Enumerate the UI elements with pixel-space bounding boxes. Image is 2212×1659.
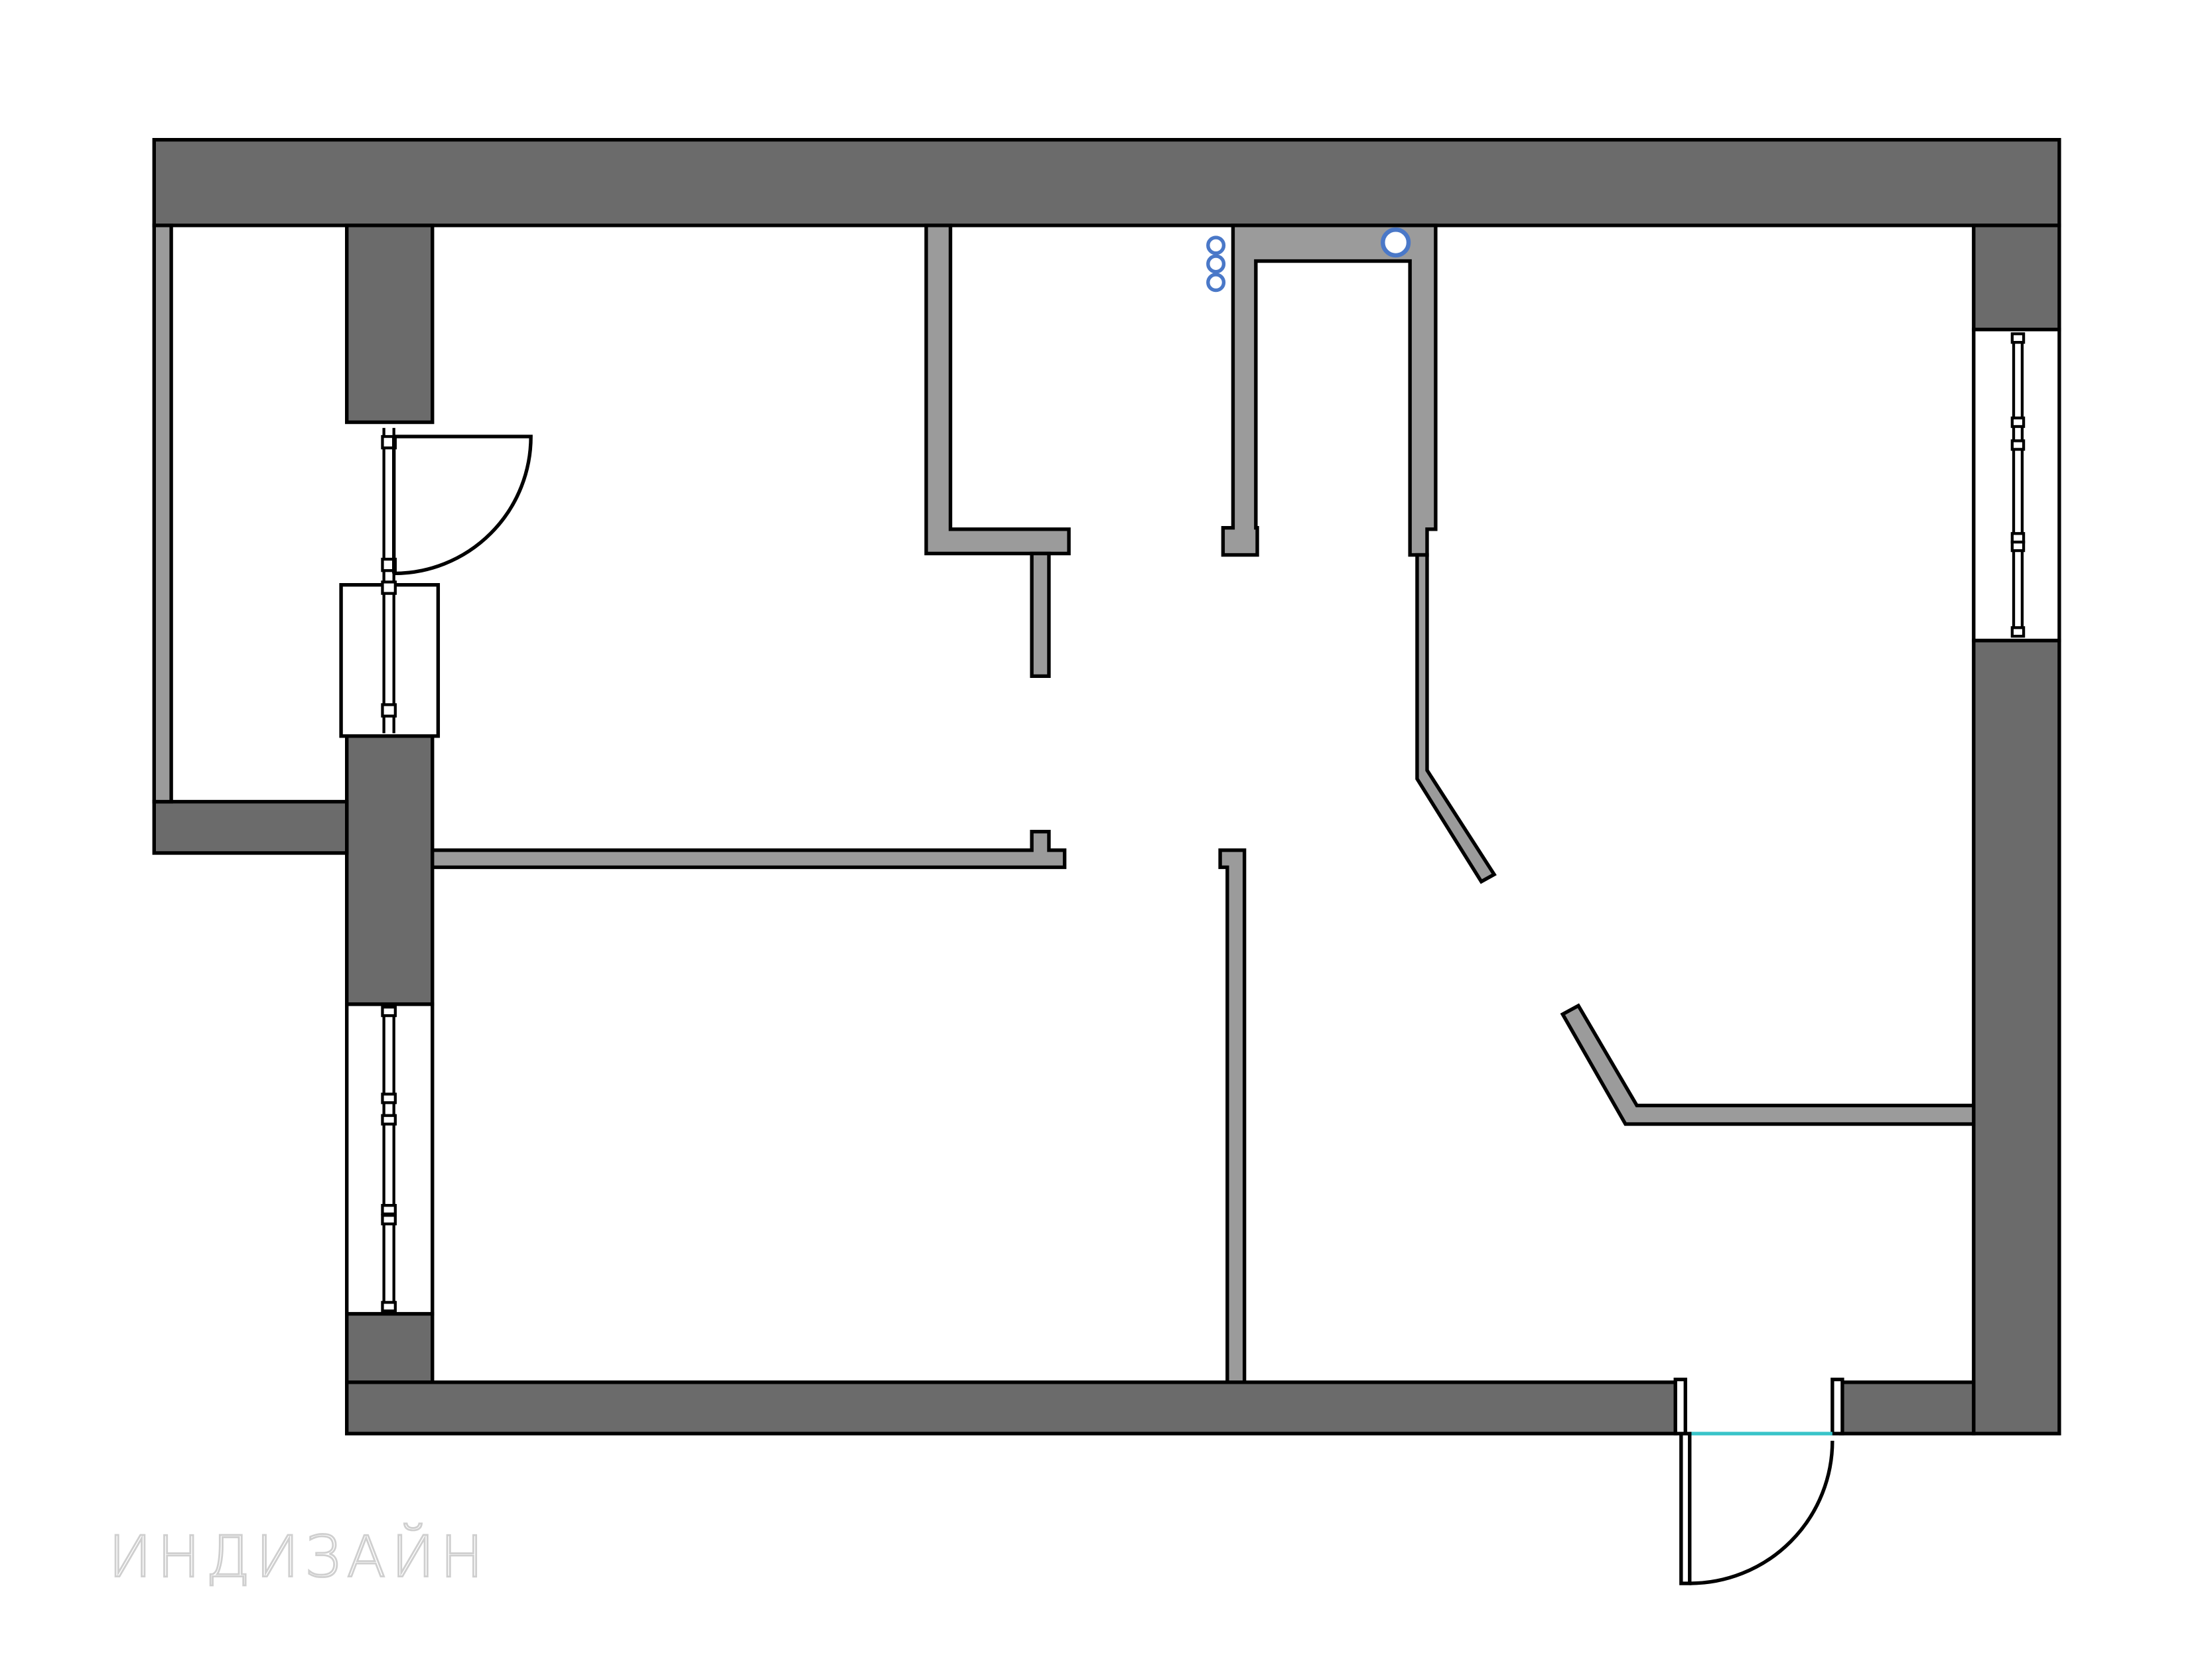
balcony-window-clip-1 (381, 580, 397, 595)
window-left-lower-clip-3 (381, 1114, 397, 1126)
window-left-lower (344, 1002, 435, 1316)
window-right (1972, 328, 2061, 643)
ventilation-shaft (1221, 224, 1438, 557)
window-right-clip-1 (2010, 332, 2026, 344)
entrance-door-jamb-left (1673, 1377, 1687, 1435)
entrance-door-leaf (1679, 1431, 1692, 1585)
watermark-logo: ИНДИЗАЙН (108, 1524, 488, 1590)
risers (1206, 228, 1411, 293)
balcony-slab (152, 799, 349, 855)
interior-wall-vertical (1218, 848, 1247, 1384)
balcony-window (339, 580, 441, 738)
balcony-parapet (152, 224, 173, 804)
interior-wall-closet (924, 224, 1071, 556)
window-right-clip-2 (2010, 416, 2026, 429)
riser-small-2 (1206, 254, 1226, 274)
exterior-wall-left-middle (344, 731, 435, 1006)
window-right-clip-6 (2010, 626, 2026, 638)
entrance-door-swing (1689, 1440, 1834, 1585)
interior-walls (431, 224, 1976, 1384)
window-left-lower-clip-6 (381, 1301, 397, 1313)
exterior-wall-bottom-right (1839, 1380, 1976, 1435)
window-left-lower-frame (344, 1002, 435, 1316)
window-left-lower-clip-5 (381, 1214, 397, 1226)
exterior-wall-left-upper (344, 224, 435, 425)
window-left-lower-clip-4 (381, 1203, 397, 1216)
window-right-clip-5 (2010, 541, 2026, 553)
exterior-wall-left-bottom (344, 1311, 435, 1384)
entrance-door (1673, 1377, 1844, 1585)
exterior-wall-top (152, 138, 2061, 228)
interior-wall-angled-lower (1560, 1003, 1976, 1126)
interior-wall-horizontal (431, 830, 1067, 870)
window-left-lower-clip-1 (381, 1006, 397, 1018)
exterior-walls (152, 138, 2061, 1435)
balcony-door (381, 428, 533, 582)
interior-wall-stub (1030, 551, 1051, 679)
riser-small-3 (1206, 273, 1226, 293)
balcony-door-swing (393, 434, 533, 576)
window-left-lower-clip-2 (381, 1093, 397, 1104)
exterior-wall-right-upper (1972, 224, 2061, 332)
window-right-frame (1972, 328, 2061, 643)
riser-small-1 (1206, 235, 1226, 255)
balcony-window-clip-2 (381, 703, 397, 718)
exterior-wall-bottom-left (344, 1380, 1677, 1435)
entrance-door-jamb-right (1831, 1377, 1844, 1435)
window-right-clip-3 (2010, 439, 2026, 451)
riser-big (1381, 228, 1411, 258)
interior-wall-angled-upper (1415, 553, 1497, 884)
exterior-wall-right-lower (1972, 638, 2061, 1435)
